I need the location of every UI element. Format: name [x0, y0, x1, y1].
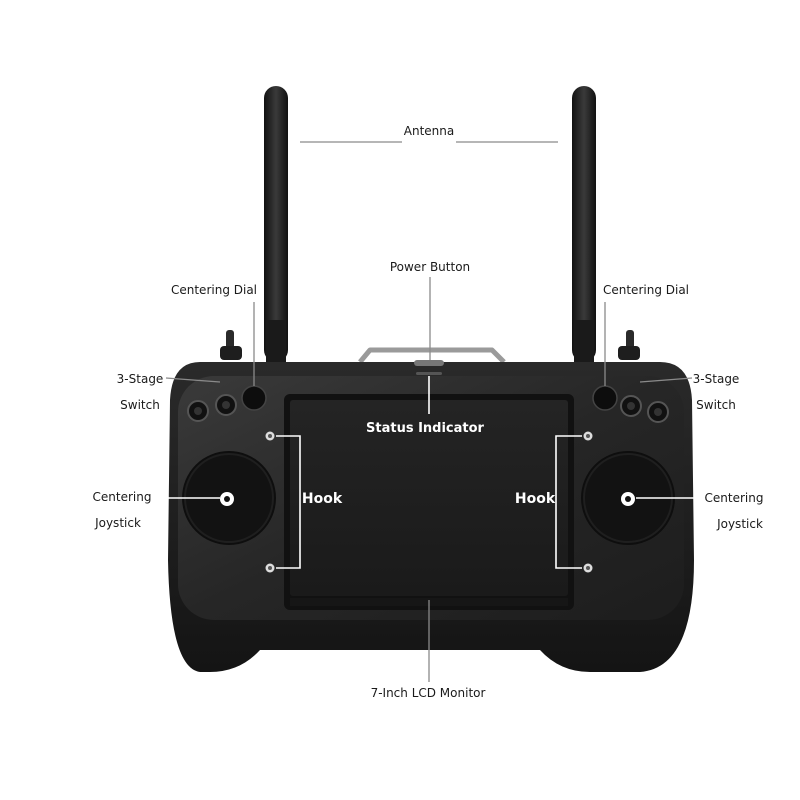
three-stage-right-label: 3-Stage — [693, 372, 740, 386]
three-stage-left-label: 3-Stage — [117, 372, 164, 386]
joystick-left-label-2: Joystick — [94, 516, 141, 530]
power-button[interactable] — [414, 360, 444, 366]
antenna-label: Antenna — [404, 124, 454, 138]
hook-screw — [266, 432, 275, 441]
three-stage-right-label-2: Switch — [696, 398, 736, 412]
joystick-left-label: Centering — [93, 490, 152, 504]
lcd-monitor-label: 7-Inch LCD Monitor — [371, 686, 486, 700]
toggle-switch-left[interactable] — [220, 330, 242, 360]
status-indicator-label: Status Indicator — [366, 421, 485, 436]
joystick-right-label-2: Joystick — [716, 517, 763, 531]
joystick-right-label: Centering — [705, 491, 764, 505]
centering-dial-right-label: Centering Dial — [603, 283, 689, 297]
hook-screw — [266, 564, 275, 573]
centering-dial-left-label: Centering Dial — [171, 283, 257, 297]
antenna-right — [572, 86, 596, 362]
status-indicator — [416, 372, 442, 375]
antenna-left — [264, 86, 288, 362]
hook-screw — [584, 564, 593, 573]
toggle-switch-right[interactable] — [618, 330, 640, 360]
centering-dial-left[interactable] — [242, 386, 266, 410]
power-button-label: Power Button — [390, 260, 470, 274]
hook-left-label: Hook — [302, 491, 343, 507]
hook-screw — [584, 432, 593, 441]
centering-dial-right[interactable] — [593, 386, 617, 410]
hook-right-label: Hook — [515, 491, 556, 507]
three-stage-left-label-2: Switch — [120, 398, 160, 412]
